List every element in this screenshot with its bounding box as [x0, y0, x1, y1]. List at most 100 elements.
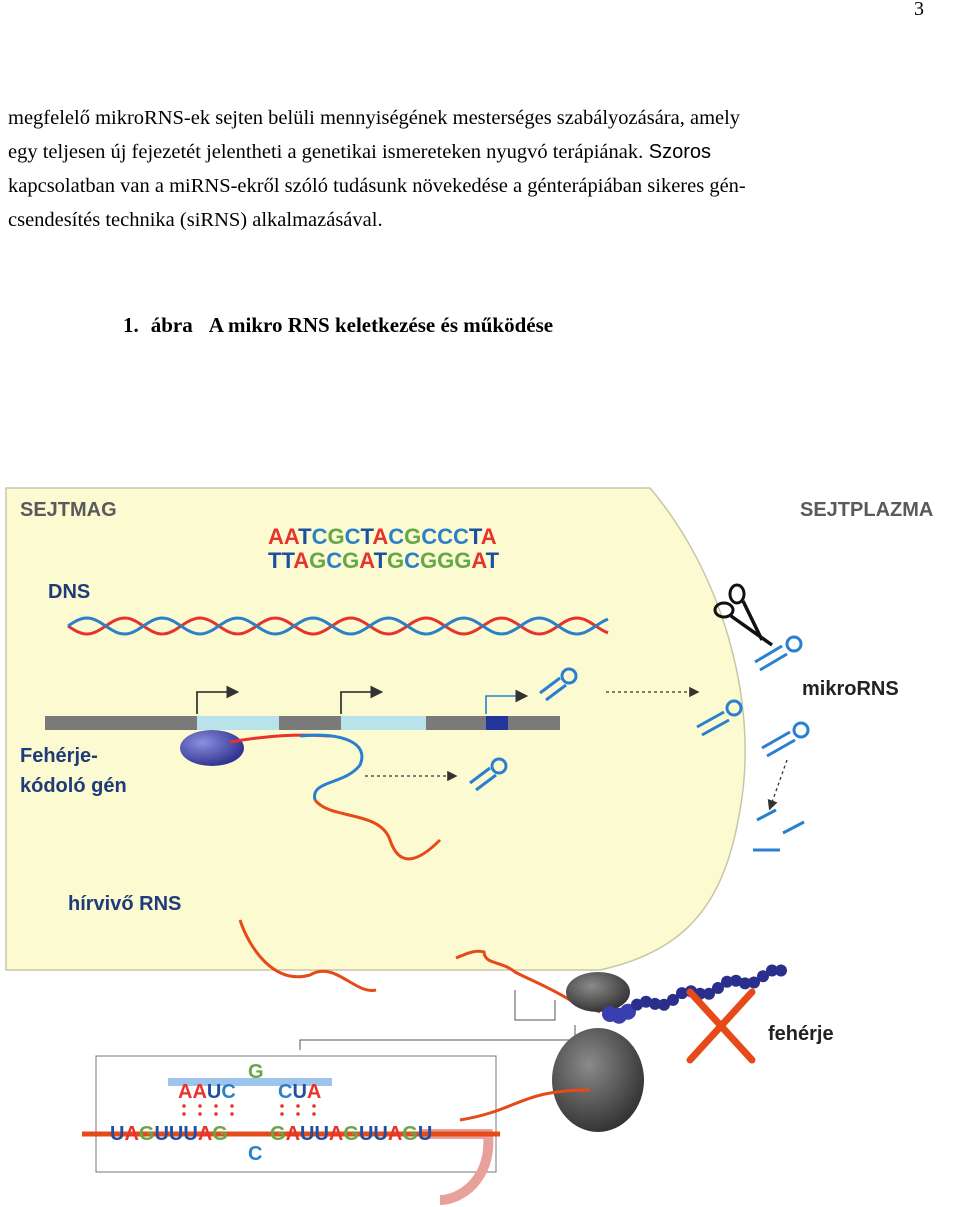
promoter-arrow-icon [196, 685, 240, 714]
nucleotide-letter: G [139, 1123, 155, 1145]
nucleotide-letter: U [292, 1081, 306, 1103]
protein-label: fehérje [768, 1023, 834, 1045]
mirna-hairpin-icon [761, 721, 810, 758]
paragraph-line: egy teljesen új fejezetét jelentheti a g… [8, 135, 938, 169]
nucleotide-letter: A [481, 524, 497, 549]
binding-inset: G AAUC CUA UAGUUUAG GAUUAGUUAGU C [82, 1055, 591, 1205]
promoter-arrow-icon [340, 685, 384, 714]
paragraph-line: csendesítés technika (siRNS) alkalmazásá… [8, 209, 383, 231]
nucleotide-letter: C [221, 1081, 235, 1103]
nucleus-label: SEJTMAG [20, 499, 117, 521]
mirna-hairpin-icon [696, 699, 743, 737]
nucleotide-letter: G [420, 548, 437, 573]
nucleotide-letter: A [329, 1123, 343, 1145]
nucleotide-letter: C [404, 548, 420, 573]
nucleotide-letter: G [404, 524, 421, 549]
nucleotide-letter: U [110, 1123, 124, 1145]
paragraph-line: kapcsolatban van a miRNS-ekről szóló tud… [8, 175, 746, 197]
nucleotide-letter: G [454, 548, 471, 573]
block-x-icon [686, 988, 756, 1064]
nucleotide-letter: T [469, 524, 483, 549]
nucleotide-letter: T [486, 548, 500, 573]
pair-dot [198, 1104, 202, 1108]
nucleotide-letter: G [387, 548, 404, 573]
dna-sequence-bottom: TTAGCGATGCGGGAT [268, 548, 500, 573]
nucleotide-letter: G [212, 1123, 228, 1145]
mirna-hairpin-icon [469, 757, 508, 792]
dna-strand [67, 616, 609, 636]
nucleotide-letter: A [388, 1123, 402, 1145]
nucleotide-letter: G [270, 1123, 286, 1145]
nucleotide-letter: C [388, 524, 404, 549]
nucleotide-letter: T [374, 548, 388, 573]
pair-dot [296, 1104, 300, 1108]
pair-dot [182, 1104, 186, 1108]
dna-sequence-top: AATCGCTACGCCCTA [268, 524, 497, 549]
bulge-nucleotide-bottom: C [248, 1143, 262, 1165]
pair-dot [312, 1104, 316, 1108]
paragraph-text: egy teljesen új fejezetét jelentheti a g… [8, 141, 644, 163]
amino-acid-bead [649, 997, 661, 1010]
amino-acid-bead [712, 982, 724, 994]
pair-dot [230, 1104, 234, 1108]
nucleotide-letter: A [268, 524, 284, 549]
nucleotide-letter: A [198, 1123, 212, 1145]
rna-polymerase [180, 730, 244, 766]
nucleotide-letter: A [124, 1123, 138, 1145]
page-number: 3 [914, 0, 924, 20]
nucleotide-letter: G [437, 548, 454, 573]
amino-acid-bead [775, 964, 787, 977]
mirna-hairpin-icon [754, 635, 803, 672]
figure-number: 1. [123, 313, 139, 337]
nucleotide-letter: A [178, 1081, 192, 1103]
amino-acid-bead [640, 995, 652, 1008]
nucleotide-letter: G [402, 1123, 418, 1145]
nucleotide-letter: G [328, 524, 345, 549]
mature-mirna-duplex [753, 808, 805, 852]
mirna-hairpin-icon [539, 667, 578, 702]
nucleotide-letter: A [359, 548, 375, 573]
pair-dot [296, 1112, 300, 1116]
base-pair-dots [182, 1104, 316, 1116]
nucleotide-letter: A [286, 1123, 300, 1145]
nucleotide-letter: T [298, 524, 312, 549]
nucleotide-letter: A [284, 524, 300, 549]
amino-acid-bead [631, 998, 643, 1011]
nucleotide-letter: U [207, 1081, 221, 1103]
amino-acid-bead [721, 975, 733, 988]
amino-acid-bead [667, 993, 679, 1006]
amino-acid-bead [739, 977, 751, 990]
pair-dot [214, 1104, 218, 1108]
nucleotide-letter: C [248, 1143, 262, 1165]
pair-dot [198, 1112, 202, 1116]
bulge-nucleotide-top: G [248, 1061, 264, 1083]
nucleotide-letter: G [343, 1123, 359, 1145]
nucleotide-letter: T [281, 548, 295, 573]
gene-label-line2: kódoló gén [20, 775, 127, 797]
mirna-label: mikroRNS [802, 678, 899, 700]
nucleotide-letter: C [312, 524, 328, 549]
pair-dot [230, 1112, 234, 1116]
nucleotide-letter: A [293, 548, 309, 573]
inset-mrna-right: GAUUAGUUAGU [270, 1123, 432, 1145]
mrna-label: hírvivő RNS [68, 893, 181, 915]
nucleotide-letter: U [359, 1123, 373, 1145]
nucleotide-letter: U [314, 1123, 328, 1145]
paragraph-line: megfelelő mikroRNS-ek sejten belüli menn… [8, 107, 741, 129]
promoter-arrow-icon [485, 689, 529, 714]
nucleotide-letter: C [278, 1081, 292, 1103]
gene-label-line1: Fehérje- [20, 745, 98, 767]
mrna-strand [238, 919, 377, 992]
amino-acid-bead [757, 970, 769, 983]
amino-acid-bead [730, 974, 742, 987]
nucleotide-letter: C [421, 524, 437, 549]
nucleotide-letter: T [361, 524, 375, 549]
amino-acid-bead [676, 987, 688, 1000]
nucleotide-letter: C [326, 548, 342, 573]
dna-strand [67, 616, 609, 636]
nucleotide-letter: C [453, 524, 469, 549]
nucleotide-letter: C [437, 524, 453, 549]
nucleotide-letter: U [373, 1123, 387, 1145]
inset-mirna-left: AAUC [178, 1081, 236, 1103]
